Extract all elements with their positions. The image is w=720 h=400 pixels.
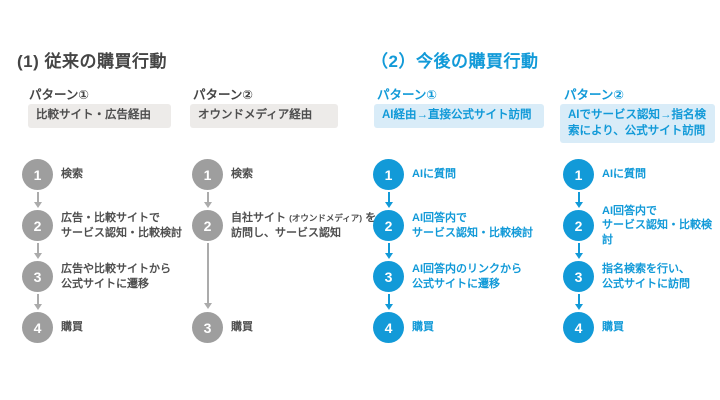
future-pattern2-route-box: AIでサービス認知→指名検 索により、公式サイト訪問 bbox=[560, 104, 715, 144]
flow-step: 3 購買 bbox=[192, 312, 253, 343]
arrow-down-icon bbox=[577, 192, 580, 202]
flow-step: 4 購買 bbox=[22, 312, 83, 343]
step-circle: 1 bbox=[373, 159, 404, 190]
step-number: 3 bbox=[203, 319, 212, 336]
step-label: AI回答内で サービス認知・比較検討 bbox=[602, 205, 712, 246]
step-label: 検索 bbox=[231, 168, 253, 181]
flow-step: 4 購買 bbox=[373, 312, 434, 343]
arrow-down-icon bbox=[577, 294, 580, 304]
arrow-down-icon bbox=[387, 243, 390, 253]
step-circle: 2 bbox=[192, 210, 223, 241]
section-future-title: （2）今後の購買行動 bbox=[371, 52, 539, 71]
step-circle: 4 bbox=[22, 312, 53, 343]
flow-step: 1 AIに質問 bbox=[373, 159, 456, 190]
step-number: 3 bbox=[384, 268, 393, 285]
future-pattern2-label: パターン② bbox=[564, 88, 624, 102]
arrow-down-icon bbox=[387, 294, 390, 304]
step-circle: 3 bbox=[373, 261, 404, 292]
step-label: 自社サイト (オウンドメディア) を 訪問し、サービス認知 bbox=[231, 212, 377, 239]
section-traditional-title: (1) 従来の購買行動 bbox=[17, 52, 167, 71]
future-pattern1-label: パターン① bbox=[377, 88, 437, 102]
step-circle: 1 bbox=[192, 159, 223, 190]
step-circle: 4 bbox=[373, 312, 404, 343]
arrow-down-icon bbox=[387, 192, 390, 202]
arrow-down-icon bbox=[206, 192, 209, 202]
step-circle: 4 bbox=[563, 312, 594, 343]
arrow-down-icon bbox=[36, 192, 39, 202]
traditional-pattern1-route-box: 比較サイト・広告経由 bbox=[28, 104, 171, 128]
step-number: 2 bbox=[33, 217, 42, 234]
step-label: AIに質問 bbox=[412, 168, 456, 181]
flow-step: 1 検索 bbox=[22, 159, 83, 190]
flow-step: 3 指名検索を行い、 公式サイトに訪問 bbox=[563, 261, 690, 292]
arrow-down-icon bbox=[206, 243, 209, 303]
step-label: 指名検索を行い、 公式サイトに訪問 bbox=[602, 263, 690, 290]
step-number: 2 bbox=[203, 217, 212, 234]
step-circle: 3 bbox=[22, 261, 53, 292]
traditional-pattern2-label: パターン② bbox=[193, 88, 253, 102]
flow-step: 2 自社サイト (オウンドメディア) を 訪問し、サービス認知 bbox=[192, 210, 376, 241]
step-circle: 2 bbox=[373, 210, 404, 241]
arrow-down-icon bbox=[577, 243, 580, 253]
step-label: AI回答内のリンクから 公式サイトに遷移 bbox=[412, 263, 522, 290]
step-number: 1 bbox=[33, 166, 42, 183]
step-circle: 1 bbox=[563, 159, 594, 190]
traditional-pattern1-label: パターン① bbox=[29, 88, 89, 102]
step-number: 2 bbox=[384, 217, 393, 234]
step-number: 4 bbox=[384, 319, 393, 336]
step-circle: 2 bbox=[563, 210, 594, 241]
step-label: 購買 bbox=[231, 321, 253, 334]
step-circle: 2 bbox=[22, 210, 53, 241]
flow-step: 3 AI回答内のリンクから 公式サイトに遷移 bbox=[373, 261, 522, 292]
traditional-pattern2-route-box: オウンドメディア経由 bbox=[190, 104, 338, 128]
step-label: 購買 bbox=[602, 321, 624, 334]
flow-step: 1 AIに質問 bbox=[563, 159, 646, 190]
step-label: 検索 bbox=[61, 168, 83, 181]
step-label: 広告や比較サイトから 公式サイトに遷移 bbox=[61, 263, 171, 290]
flow-step: 1 検索 bbox=[192, 159, 253, 190]
flow-step: 2 AI回答内で サービス認知・比較検討 bbox=[563, 205, 720, 246]
step-number: 1 bbox=[203, 166, 212, 183]
step-label: AIに質問 bbox=[602, 168, 646, 181]
step-number: 2 bbox=[574, 217, 583, 234]
arrow-down-icon bbox=[36, 294, 39, 304]
step-number: 4 bbox=[574, 319, 583, 336]
step-circle: 3 bbox=[563, 261, 594, 292]
step-label: AI回答内で サービス認知・比較検討 bbox=[412, 212, 533, 239]
step-number: 4 bbox=[33, 319, 42, 336]
arrow-down-icon bbox=[36, 243, 39, 253]
flow-step: 3 広告や比較サイトから 公式サイトに遷移 bbox=[22, 261, 171, 292]
step-circle: 1 bbox=[22, 159, 53, 190]
flow-step: 4 購買 bbox=[563, 312, 624, 343]
step-number: 3 bbox=[33, 268, 42, 285]
step-label: 購買 bbox=[61, 321, 83, 334]
step-label: 広告・比較サイトで サービス認知・比較検討 bbox=[61, 212, 182, 239]
step-number: 3 bbox=[574, 268, 583, 285]
step-label: 購買 bbox=[412, 321, 434, 334]
future-pattern1-route-box: AI経由→直接公式サイト訪問 bbox=[374, 104, 544, 128]
step-circle: 3 bbox=[192, 312, 223, 343]
flow-step: 2 AI回答内で サービス認知・比較検討 bbox=[373, 210, 533, 241]
step-number: 1 bbox=[574, 166, 583, 183]
step-number: 1 bbox=[384, 166, 393, 183]
flow-step: 2 広告・比較サイトで サービス認知・比較検討 bbox=[22, 210, 182, 241]
